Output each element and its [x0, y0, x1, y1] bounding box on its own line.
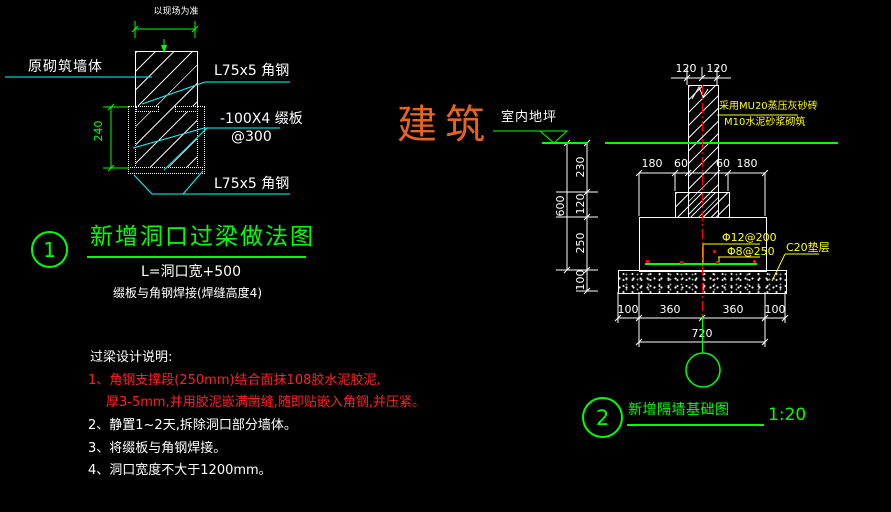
brick-note-line2: M10水泥砂浆砌筑	[724, 117, 806, 128]
detail-2-scale: 1:20	[768, 405, 807, 425]
dim-label: 230	[573, 156, 587, 178]
dim-label-site-width: 以现场为准	[153, 7, 199, 17]
detail-bubble-1: 1	[31, 231, 68, 268]
detail-number-1: 1	[43, 237, 56, 262]
dim-label: 60	[716, 157, 730, 170]
note-item-2: 2、静置1~2天,拆除洞口部分墙体。	[88, 418, 297, 433]
dim-label: 100	[573, 269, 587, 291]
dim-label: 120	[706, 62, 728, 75]
dim-label: 600	[553, 195, 567, 217]
angle-steel-right-plate	[197, 106, 205, 174]
dim-label: 180	[641, 157, 663, 170]
rebar-main-label: Φ12@200	[722, 231, 777, 244]
axis-bubble	[685, 352, 721, 388]
discipline-stamp: 建筑	[397, 102, 493, 148]
label-angle-steel-bottom: L75x5 角钢	[214, 176, 290, 192]
angle-steel-left-plate	[128, 106, 136, 174]
detail-1-title-underline	[87, 256, 306, 258]
angle-steel-right-flange	[175, 106, 198, 112]
dim-label: 250	[573, 232, 587, 254]
rebar-dist-label: Φ8@250	[727, 245, 775, 258]
dim-label: 180	[736, 157, 758, 170]
dim-label: 100	[764, 303, 786, 316]
dim-label: 100	[617, 303, 639, 316]
label-existing-wall: 原砌筑墙体	[28, 59, 103, 75]
level-symbol-triangle	[538, 130, 569, 144]
detail-2-title-underline	[627, 424, 764, 426]
bedding-label: C20垫层	[786, 241, 830, 254]
label-batten-plate: -100X4 缀板	[220, 111, 303, 127]
dim-label: 720	[691, 327, 713, 340]
detail-2-title: 新增隔墙基础图	[628, 402, 730, 418]
dim-label: 120	[675, 62, 697, 75]
dim-label: 60	[674, 157, 688, 170]
detail-1-subtitle-2: 缀板与角钢焊接(焊缝高度4)	[113, 286, 262, 300]
notes-title: 过梁设计说明:	[90, 350, 173, 365]
detail-1-subtitle-1: L=洞口宽+500	[141, 264, 241, 280]
floor-level-label: 室内地坪	[501, 110, 558, 125]
note-item-1: 1、角钢支撑段(250mm)结合面抹108胶水泥胶泥,	[88, 373, 381, 388]
detail-1-title: 新增洞口过梁做法图	[90, 224, 315, 250]
dim-label-240: 240	[91, 120, 105, 142]
batten-bottom-plate	[128, 167, 203, 174]
detail-number-2: 2	[595, 405, 610, 430]
angle-steel-left-flange	[136, 106, 159, 112]
dim-label: 360	[722, 303, 744, 316]
note-item-4: 4、洞口宽度不大于1200mm。	[88, 463, 272, 478]
detail-bubble-2: 2	[582, 397, 623, 438]
note-item-3: 3、将缀板与角钢焊接。	[88, 441, 227, 456]
note-item-1b: 厚3-5mm,并用胶泥嵌满凿缝,随即贴嵌入角钢,并压紧。	[106, 395, 425, 410]
label-batten-spacing: @300	[231, 129, 272, 145]
brick-note-line1: 采用MU20蒸压灰砂砖	[719, 101, 818, 112]
foundation-step-hatch	[675, 192, 730, 219]
dim-label: 120	[573, 193, 587, 215]
label-angle-steel-top: L75x5 角钢	[214, 63, 290, 79]
bedding-concrete	[618, 270, 787, 294]
dim-label: 360	[659, 303, 681, 316]
